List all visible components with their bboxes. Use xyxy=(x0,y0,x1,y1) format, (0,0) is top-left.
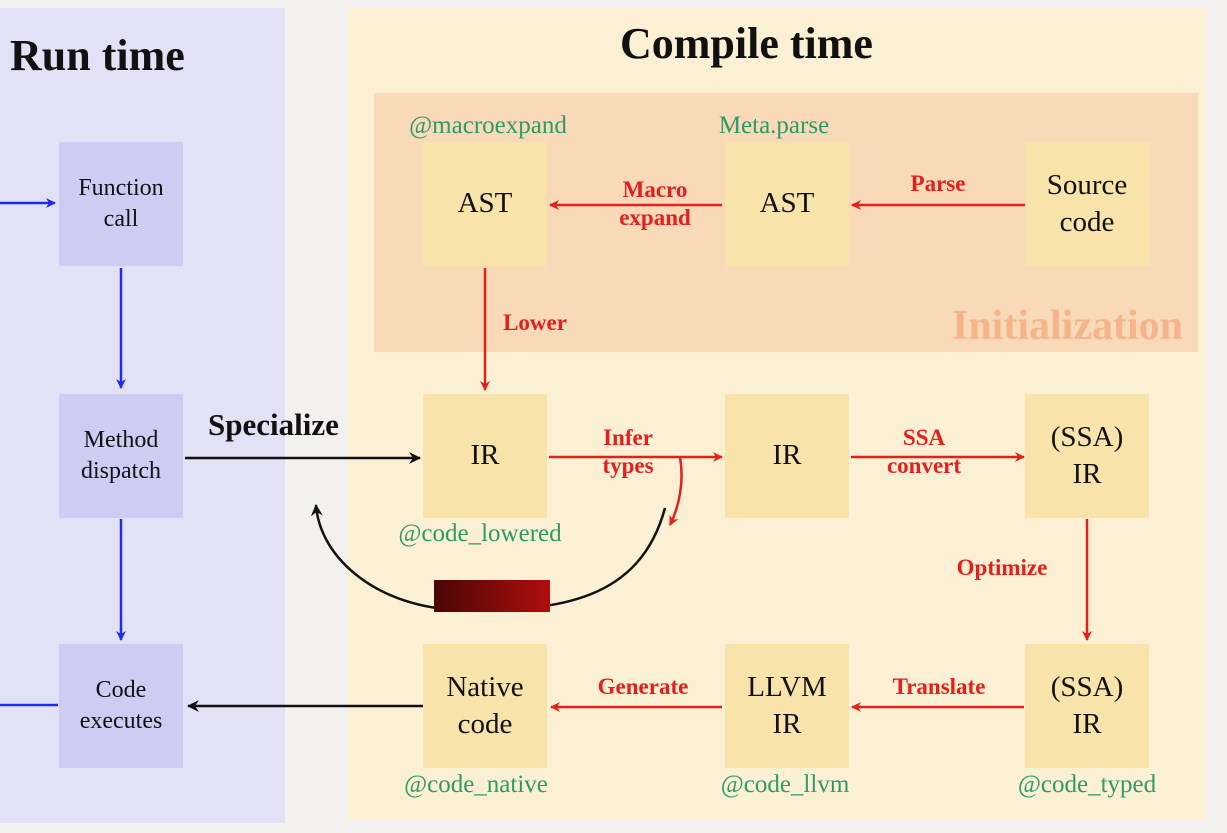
source-code-box: Source code xyxy=(1025,142,1149,266)
meta-parse-label: Meta.parse xyxy=(718,112,830,139)
function-call-box: Function call xyxy=(59,142,183,266)
lower-label: Lower xyxy=(503,310,567,335)
code-llvm-label: @code_llvm xyxy=(720,771,850,798)
ssa-ir-box: (SSA) IR xyxy=(1025,394,1149,518)
ast-expanded-box: AST xyxy=(423,142,547,266)
ssa-convert-label: SSA convert xyxy=(886,425,962,478)
macro-expand-label: Macro expand xyxy=(619,177,691,230)
arrow-infer-branch xyxy=(668,456,683,526)
code-native-label: @code_native xyxy=(404,771,548,798)
generate-label: Generate xyxy=(597,674,689,699)
code-lowered-label: @code_lowered xyxy=(398,520,562,547)
parse-label: Parse xyxy=(910,171,966,196)
ast-parsed-box: AST xyxy=(725,142,849,266)
macroexpand-label: @macroexpand xyxy=(409,112,567,139)
code-typed-label: @code_typed xyxy=(1017,771,1157,798)
specialize-label: Specialize xyxy=(208,407,339,442)
native-code-box: Native code xyxy=(423,644,547,768)
compile-time-title: Compile time xyxy=(620,19,873,68)
ir-lowered-box: IR xyxy=(423,394,547,518)
llvm-ir-box: LLVM IR xyxy=(725,644,849,768)
translate-label: Translate xyxy=(892,674,986,699)
method-dispatch-box: Method dispatch xyxy=(59,394,183,518)
optimize-label: Optimize xyxy=(956,555,1048,580)
initialization-label: Initialization xyxy=(951,303,1183,349)
ir-inferred-box: IR xyxy=(725,394,849,518)
code-executes-box: Code executes xyxy=(59,644,183,768)
ssa-ir-typed-box: (SSA) IR xyxy=(1025,644,1149,768)
infer-types-label: Infer types xyxy=(602,425,654,478)
run-time-title: Run time xyxy=(10,31,185,80)
redacted-bar xyxy=(434,580,550,612)
